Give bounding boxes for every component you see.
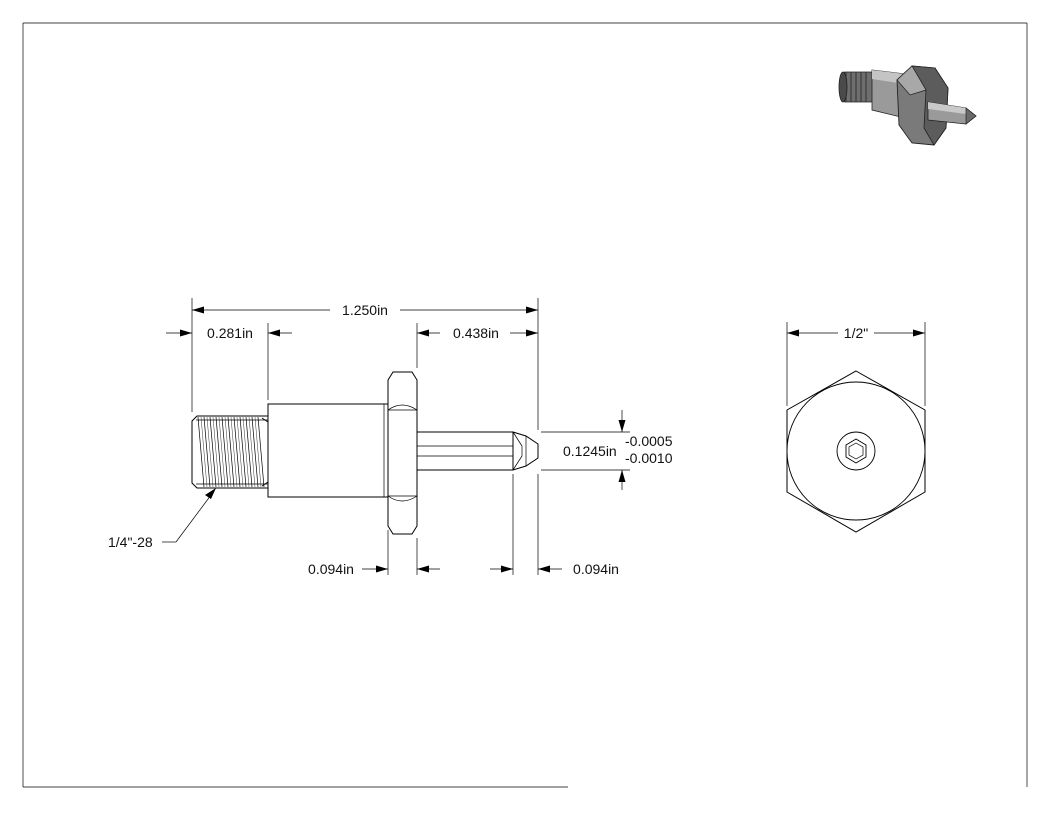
hex-flange-side bbox=[387, 371, 418, 535]
tip-circle bbox=[836, 431, 876, 471]
thread-callout-label: 1/4"-28 bbox=[108, 534, 153, 550]
dim-tip-end-length-label: 0.094in bbox=[573, 561, 619, 577]
hex-outline bbox=[786, 370, 926, 533]
dim-overall-length: 1.250in bbox=[192, 302, 538, 318]
dim-across-flats: 1/2" bbox=[786, 322, 926, 406]
isometric-view bbox=[838, 65, 977, 146]
tol-upper-label: -0.0005 bbox=[625, 433, 673, 449]
chamfer-circle bbox=[786, 381, 926, 521]
dim-flange-width: 0.094in bbox=[308, 561, 440, 577]
tol-lower-label: -0.0010 bbox=[625, 450, 673, 466]
dim-tip-diameter: 0.1245in -0.0005 -0.0010 bbox=[541, 410, 673, 490]
dim-overall-length-label: 1.250in bbox=[342, 302, 388, 318]
sheet-border bbox=[22, 22, 1028, 788]
tip-hex bbox=[845, 438, 867, 464]
dim-flange-width-label: 0.094in bbox=[308, 561, 354, 577]
shank bbox=[267, 403, 389, 498]
dim-tip-length: 0.438in bbox=[417, 325, 538, 341]
dim-tip-length-label: 0.438in bbox=[453, 325, 499, 341]
dim-thread-length: 0.281in bbox=[166, 325, 292, 341]
dim-across-flats-label: 1/2" bbox=[844, 325, 868, 341]
thread-callout: 1/4"-28 bbox=[108, 488, 216, 550]
dim-thread-length-label: 0.281in bbox=[207, 325, 253, 341]
front-dimensions: 1.250in 0.281in 0.438in 0.094in bbox=[108, 298, 673, 577]
dim-tip-diameter-label: 0.1245in bbox=[563, 443, 617, 459]
iso-tip bbox=[927, 101, 977, 125]
tip-pin bbox=[416, 431, 539, 471]
front-view bbox=[191, 371, 539, 535]
end-view: 1/2" bbox=[786, 322, 926, 533]
iso-thread bbox=[838, 71, 875, 103]
dim-tip-end-length: 0.094in bbox=[490, 561, 619, 577]
thread-section bbox=[191, 415, 269, 489]
